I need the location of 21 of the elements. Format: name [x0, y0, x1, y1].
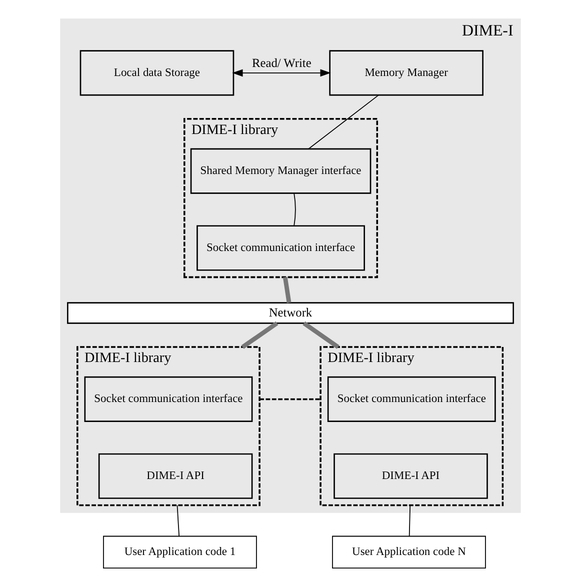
connector	[302, 321, 340, 349]
node-box: Shared Memory Manager interface	[190, 148, 372, 194]
arrow	[232, 69, 331, 77]
connector	[176, 504, 180, 537]
connector	[282, 276, 292, 304]
node-box: Local data Storage	[80, 50, 234, 96]
connector	[408, 504, 411, 537]
node-box: Socket communication interface	[84, 376, 253, 422]
connector	[308, 94, 379, 150]
node-box: Network	[67, 302, 514, 324]
node-box: Socket communication interface	[196, 225, 365, 271]
node-box: DIME-I API	[98, 453, 253, 499]
edge-label: Read/ Write	[252, 56, 312, 70]
node-box: Socket communication interface	[327, 376, 496, 422]
node-box: DIME-I API	[334, 453, 488, 499]
connector	[241, 321, 278, 349]
connector	[260, 398, 321, 400]
connector	[294, 192, 296, 226]
node-box: Memory Manager	[329, 50, 484, 96]
node-box: User Application code 1	[103, 536, 257, 569]
node-box: User Application code N	[332, 536, 486, 569]
